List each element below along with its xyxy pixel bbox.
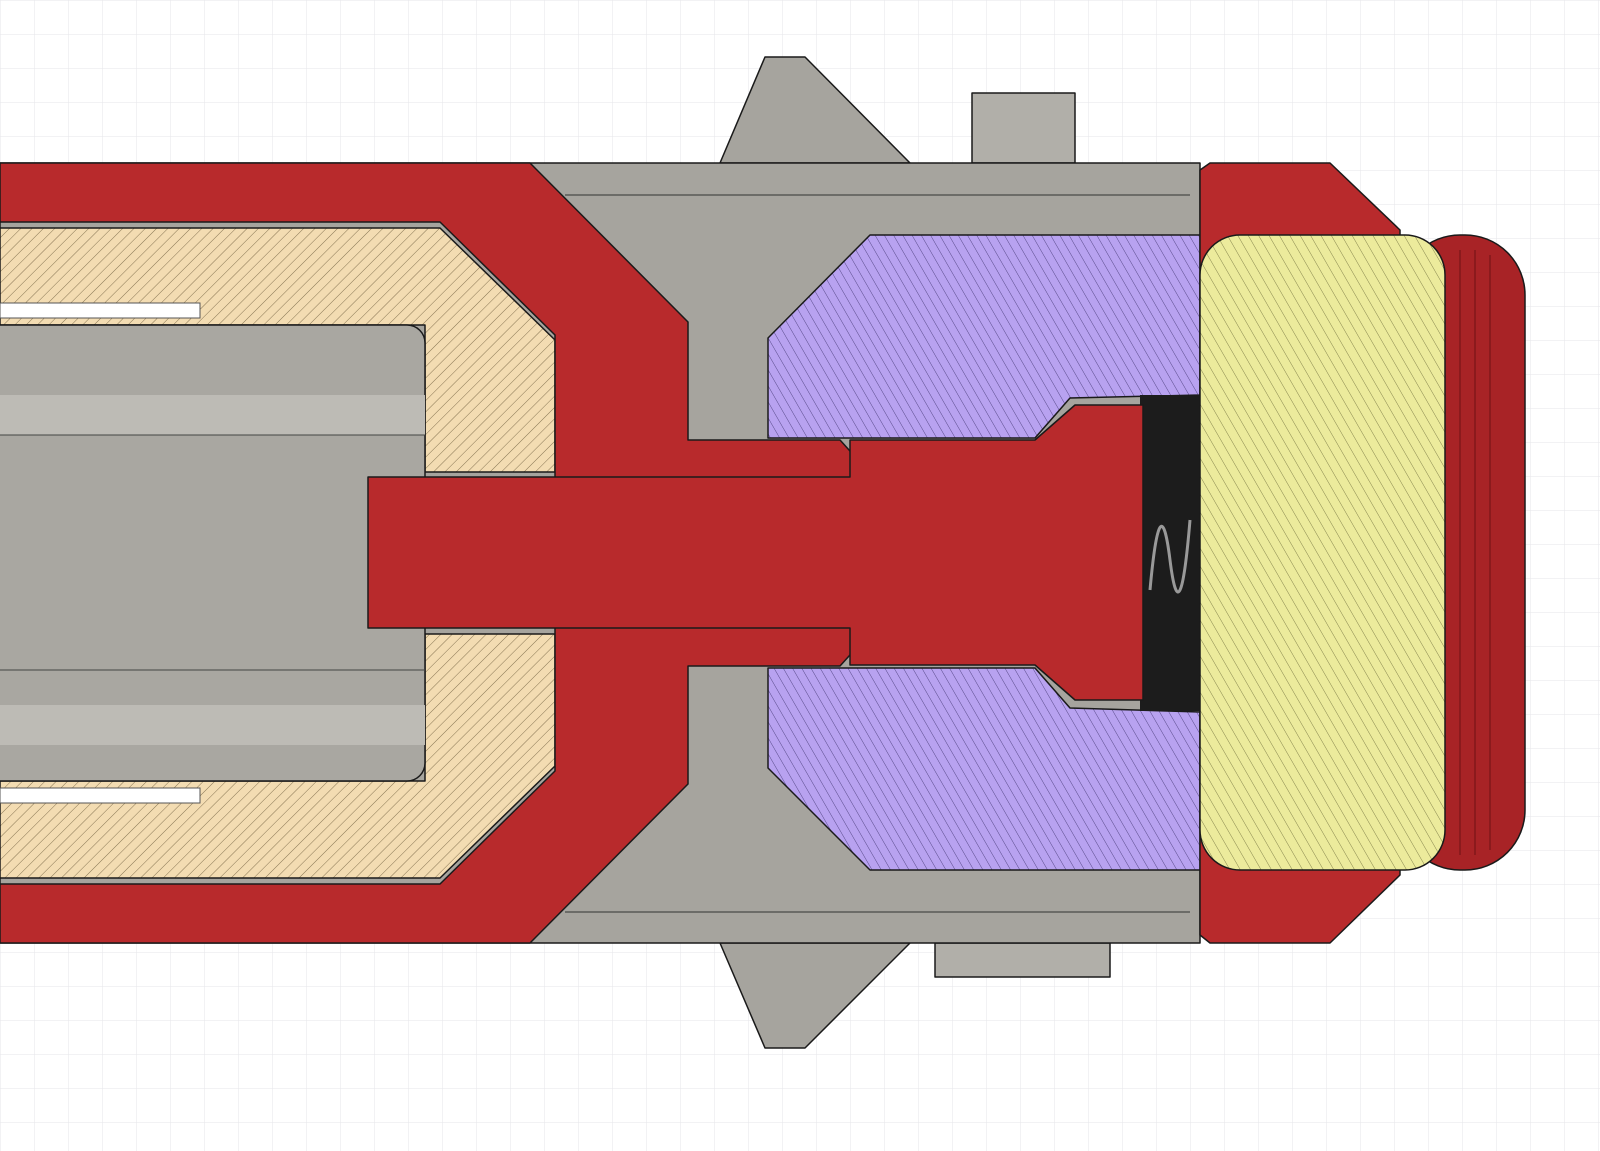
bottom-pin <box>934 942 1111 978</box>
spring-icon <box>1148 519 1192 594</box>
cylinder-highlight <box>0 705 425 745</box>
slot-bottom <box>0 787 201 804</box>
top-pin <box>971 92 1076 164</box>
yellow-insert <box>1199 234 1446 871</box>
spring-cavity <box>1140 395 1202 711</box>
cylinder-highlight <box>0 395 425 435</box>
red-plunger <box>367 404 1144 701</box>
slot-top <box>0 302 201 319</box>
